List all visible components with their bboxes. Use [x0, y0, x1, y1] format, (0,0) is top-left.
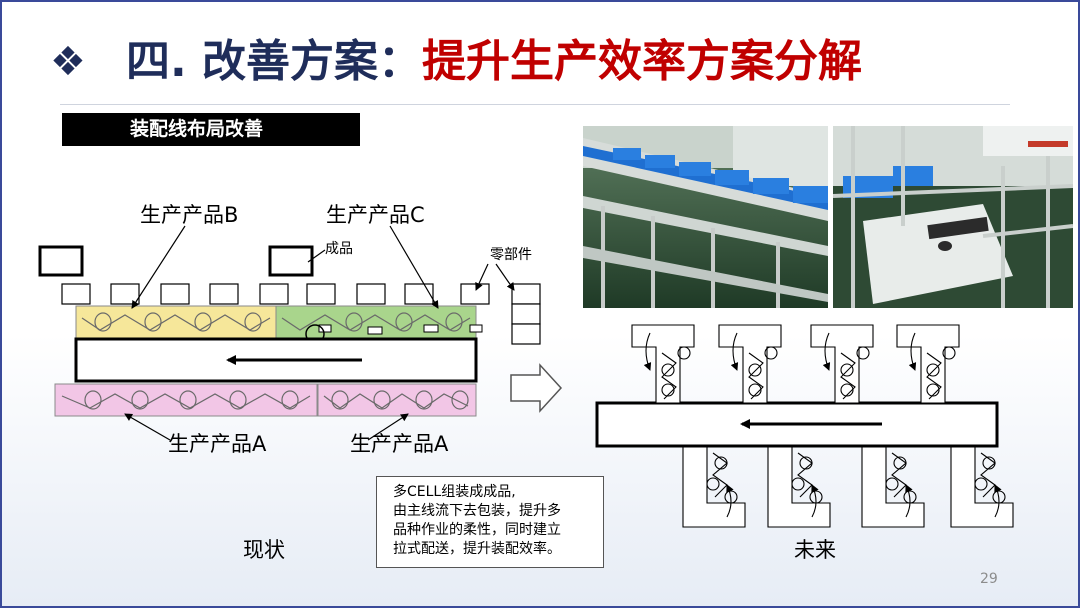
title-main: 四. 改善方案：	[126, 36, 423, 87]
label-product-b: 生产产品B	[140, 203, 239, 227]
assembly-line-photo-left	[583, 126, 828, 308]
note-line-1: 多CELL组装成成品,	[393, 484, 516, 500]
transition-arrow-icon	[510, 363, 563, 413]
note-line-4: 拉式配送，提升装配效率。	[393, 541, 561, 557]
title-subtitle: 提升生产效率方案分解	[422, 36, 863, 87]
page-number: 29	[980, 571, 998, 587]
section-label: 装配线布局改善	[62, 113, 360, 146]
label-product-c: 生产产品C	[326, 203, 425, 227]
label-product-a-right: 生产产品A	[350, 432, 449, 456]
current-layout	[38, 225, 541, 441]
main-conveyor-current	[74, 337, 478, 383]
title-bullet-icon: ❖	[50, 39, 86, 85]
title-divider	[60, 104, 1010, 105]
cell-product-a-right	[317, 383, 477, 417]
label-finished-goods: 成品	[325, 241, 353, 257]
cell-product-a-left	[54, 383, 318, 417]
caption-future: 未来	[794, 538, 836, 562]
assembly-line-photo-right	[832, 126, 1074, 308]
finished-goods-box-left	[38, 245, 84, 277]
label-parts: 零部件	[490, 247, 532, 263]
cell-product-b	[75, 305, 277, 339]
note-line-3: 品种作业的柔性，同时建立	[393, 522, 561, 538]
u-cell-top-row	[631, 324, 960, 404]
u-cell-bottom-row	[682, 446, 1014, 528]
explanation-note: 多CELL组装成成品, 由主线流下去包装，提升多 品种作业的柔性，同时建立 拉式…	[376, 476, 604, 568]
future-layout	[595, 324, 1014, 528]
parts-stack	[511, 283, 541, 345]
parts-box-row	[61, 283, 490, 305]
caption-current: 现状	[243, 538, 285, 562]
finished-goods-box-right	[268, 245, 314, 277]
page-title: 四. 改善方案：提升生产效率方案分解	[126, 34, 862, 90]
label-product-a-left: 生产产品A	[168, 432, 267, 456]
note-line-2: 由主线流下去包装，提升多	[393, 503, 561, 519]
